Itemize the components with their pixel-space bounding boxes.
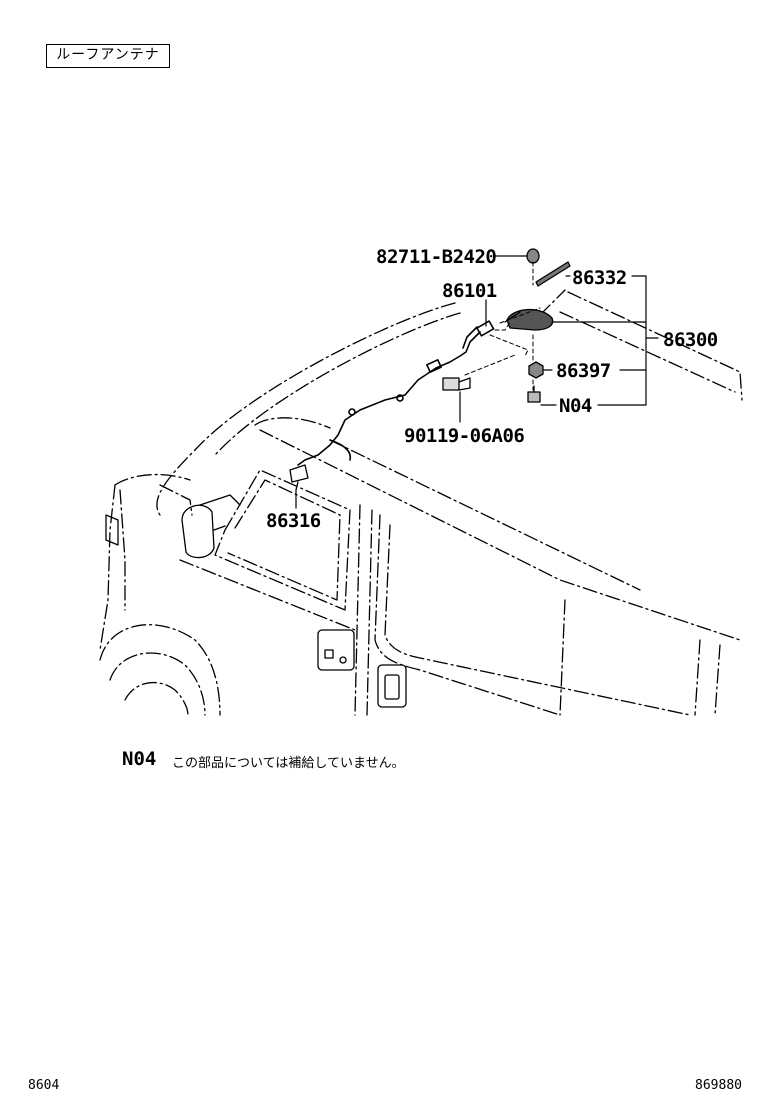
bolt-90119 xyxy=(442,377,471,391)
callout-86300: 86300 xyxy=(663,329,718,351)
antenna-pole xyxy=(535,261,571,287)
note-text: この部品については補給していません。 xyxy=(172,756,405,771)
antenna-screw xyxy=(527,385,541,403)
grommet-86316 xyxy=(289,464,309,491)
antenna-nut xyxy=(528,361,544,379)
vehicle-front-wheel xyxy=(99,624,221,716)
door-handle-front xyxy=(317,629,355,671)
callout-86397: 86397 xyxy=(556,360,611,382)
page-title: ルーフアンテナ xyxy=(46,44,170,68)
antenna-base xyxy=(504,308,554,331)
vehicle-roof-outline xyxy=(156,289,743,641)
callout-82711-b2420: 82711-B2420 xyxy=(376,246,496,268)
footer-page-code: 8604 xyxy=(28,1078,60,1093)
callout-n04: N04 xyxy=(559,395,592,417)
leader-lines xyxy=(295,255,659,509)
antenna-cable xyxy=(297,320,495,466)
footer-figure-number: 869880 xyxy=(695,1078,742,1093)
antenna-cap xyxy=(526,248,540,264)
door-handle-sliding xyxy=(377,664,407,708)
vehicle-front-cab xyxy=(99,473,241,651)
callout-90119-06a06: 90119-06A06 xyxy=(404,425,524,447)
assembly-guides xyxy=(464,261,541,391)
callout-86316: 86316 xyxy=(266,510,321,532)
vehicle-side-body xyxy=(179,469,721,716)
callout-86101: 86101 xyxy=(442,280,497,302)
callout-86332: 86332 xyxy=(572,267,627,289)
note-code: N04 xyxy=(122,748,157,770)
